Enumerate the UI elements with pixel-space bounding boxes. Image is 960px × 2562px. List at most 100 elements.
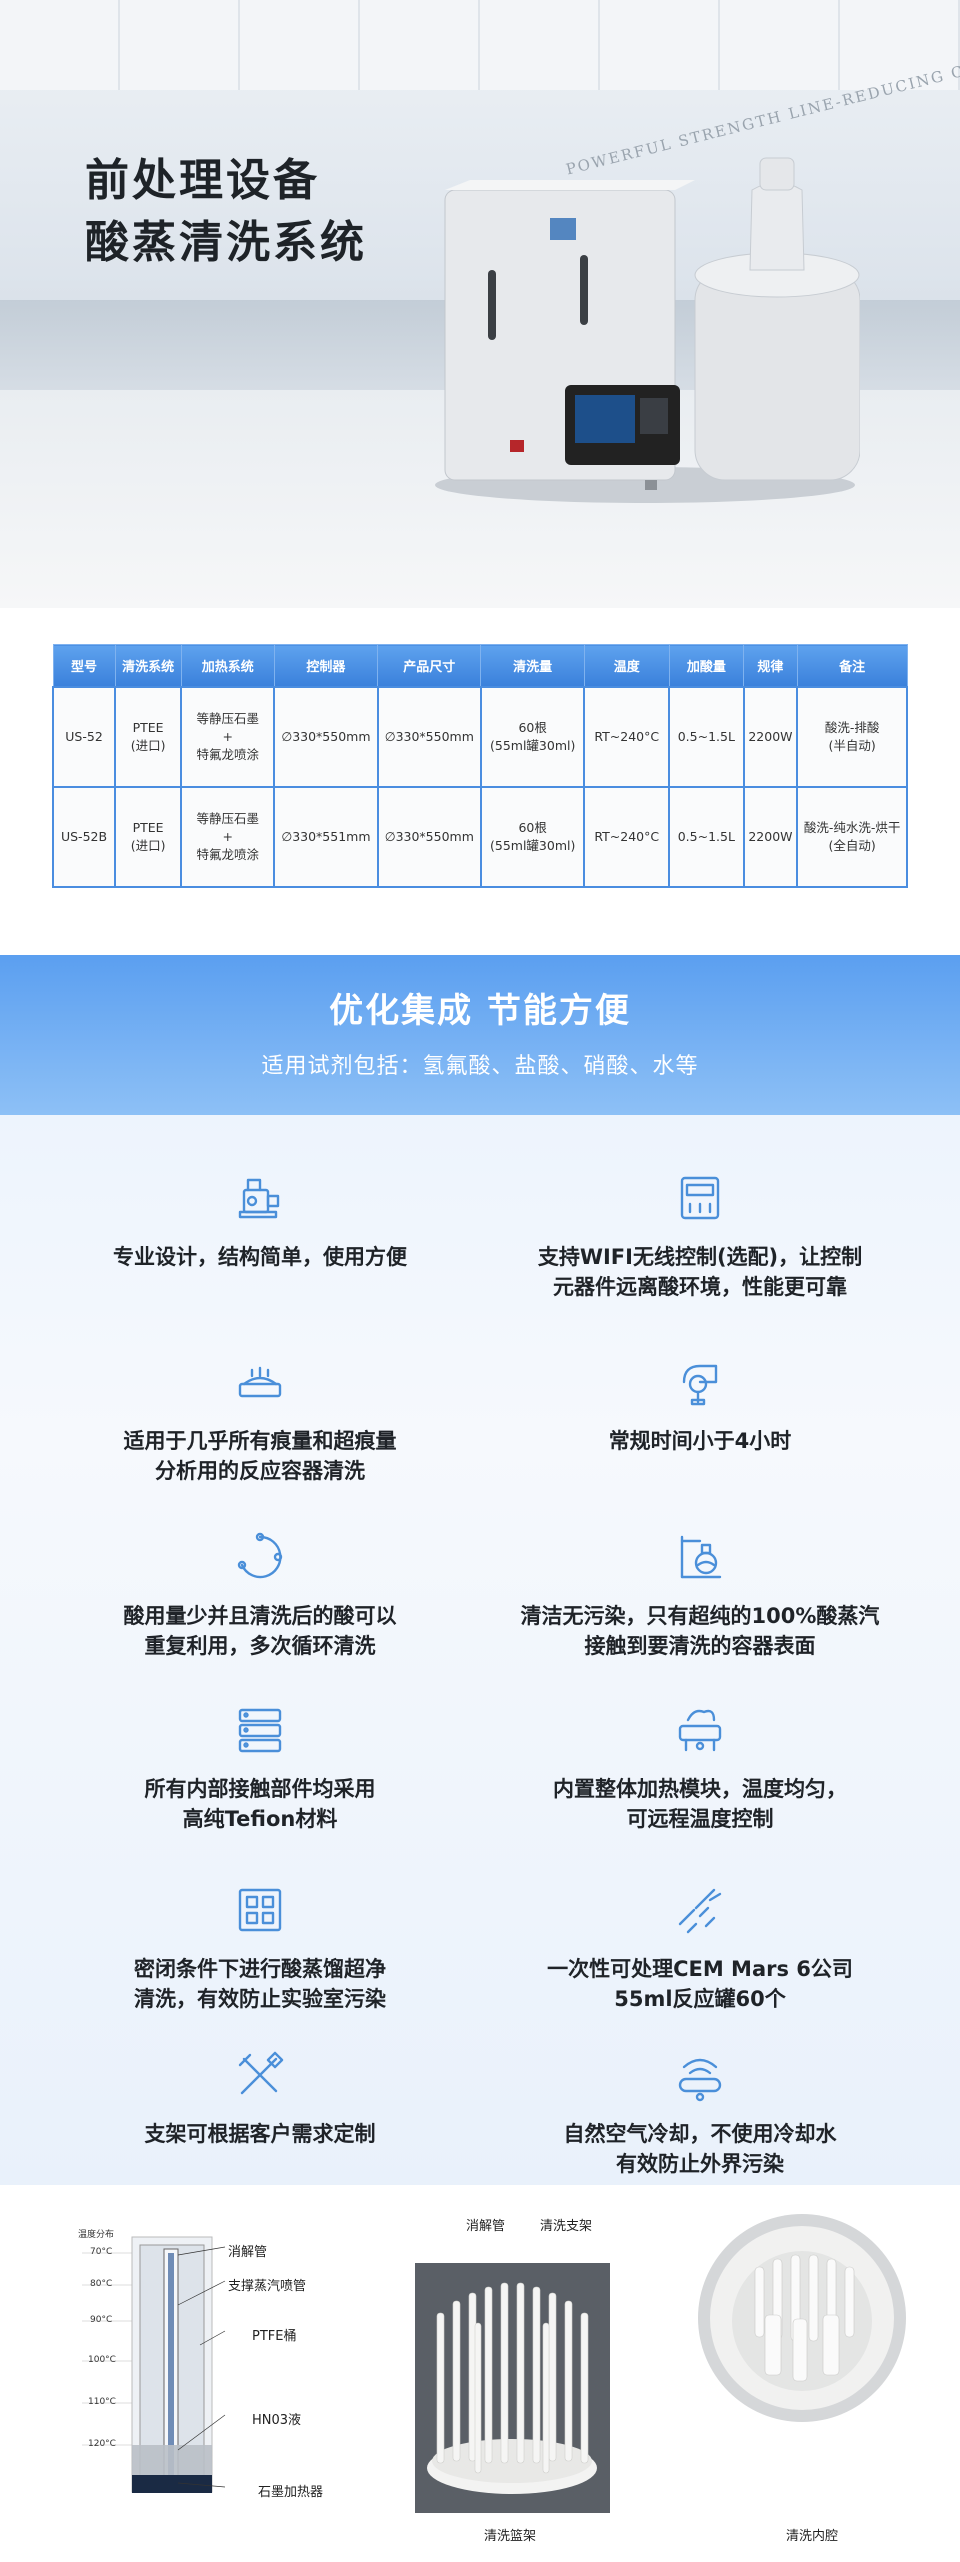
table-cell: 0.5~1.5L bbox=[668, 685, 745, 788]
feature-item: 酸用量少并且清洗后的酸可以重复利用，多次循环清洗 bbox=[40, 1527, 480, 1661]
feature-text: 自然空气冷却，不使用冷却水有效防止外界污染 bbox=[480, 2119, 920, 2179]
diagram-legend-title: 温度分布 bbox=[78, 2230, 115, 2240]
table-cell: RT~240°C bbox=[583, 685, 671, 788]
col-header: 温度 bbox=[583, 644, 670, 687]
table-cell: 60根 (55ml罐30ml) bbox=[479, 785, 586, 888]
feature-text: 支架可根据客户需求定制 bbox=[40, 2119, 480, 2149]
table-cell: RT~240°C bbox=[583, 785, 671, 888]
feature-text: 酸用量少并且清洗后的酸可以重复利用，多次循环清洗 bbox=[40, 1601, 480, 1661]
feature-line: 密闭条件下进行酸蒸馏超净 bbox=[134, 1957, 386, 1981]
feature-line: 内置整体加热模块，温度均匀， bbox=[553, 1777, 847, 1801]
temp-label: 110°C bbox=[88, 2397, 116, 2407]
feature-item: 自然空气冷却，不使用冷却水有效防止外界污染 bbox=[480, 2045, 920, 2179]
heating-icon bbox=[678, 1709, 722, 1752]
col-header: 规律 bbox=[743, 644, 798, 687]
feature-text: 适用于几乎所有痕量和超痕量分析用的反应容器清洗 bbox=[40, 1426, 480, 1486]
feature-text: 清洁无污染，只有超纯的100%酸蒸汽接触到要清洗的容器表面 bbox=[480, 1601, 920, 1661]
table-cell: ∅330*550mm bbox=[376, 685, 482, 788]
hero-title-line1: 前处理设备 bbox=[85, 155, 320, 206]
spray-icon bbox=[678, 1888, 722, 1934]
table-cell: US-52B bbox=[51, 785, 117, 888]
feature-banner: 优化集成 节能方便 适用试剂包括：氢氟酸、盐酸、硝酸、水等 bbox=[0, 955, 960, 1115]
spec-table: 型号 清洗系统 加热系统 控制器 产品尺寸 清洗量 温度 加酸量 规律 备注 U… bbox=[51, 644, 908, 888]
feature-line: 清洁无污染，只有超纯的100%酸蒸汽 bbox=[520, 1604, 880, 1628]
feature-line: 所有内部接触部件均采用 bbox=[144, 1777, 376, 1801]
table-cell: US-52 bbox=[51, 685, 117, 788]
feature-line: 常规时间小于4小时 bbox=[608, 1429, 792, 1453]
cycle-icon bbox=[237, 1532, 283, 1579]
table-cell: 酸洗-纯水洗-烘干 (全自动) bbox=[796, 785, 908, 888]
table-cell: ∅330*550mm bbox=[273, 685, 379, 788]
rack-photo bbox=[415, 2263, 610, 2513]
table-cell: 酸洗-排酸 (半自动) bbox=[796, 685, 908, 788]
feature-line: 清洗，有效防止实验室污染 bbox=[134, 1987, 386, 2011]
feature-item: 一次性可处理CEM Mars 6公司 55ml反应罐60个 bbox=[480, 1880, 920, 2014]
grid-icon bbox=[238, 1888, 282, 1932]
acid-steam-machine-image bbox=[435, 157, 860, 503]
wifi-controller-icon bbox=[680, 1176, 720, 1220]
feature-line: 专业设计，结构简单，使用方便 bbox=[113, 1245, 407, 1269]
feature-item: 密闭条件下进行酸蒸馏超净清洗，有效防止实验室污染 bbox=[40, 1880, 480, 2014]
diagram-label: 石墨加热器 bbox=[258, 2485, 324, 2500]
col-header: 清洗系统 bbox=[114, 644, 182, 687]
feature-line: 可远程温度控制 bbox=[626, 1807, 774, 1831]
server-icon bbox=[238, 1708, 282, 1753]
table-cell: 2200W bbox=[742, 685, 799, 788]
feature-line: 55ml反应罐60个 bbox=[614, 1987, 786, 2011]
feature-line: 支持WIFI无线控制(选配)，让控制 bbox=[537, 1245, 863, 1269]
temp-label: 70°C bbox=[90, 2247, 113, 2257]
table-cell: PTEE (进口) bbox=[114, 685, 183, 788]
feature-line: 支架可根据客户需求定制 bbox=[144, 2122, 376, 2146]
diagram-label: 支撑蒸汽喷管 bbox=[228, 2279, 307, 2294]
feature-line: 元器件远离酸环境，性能更可靠 bbox=[553, 1275, 847, 1299]
table-cell: 2200W bbox=[742, 785, 799, 888]
cavity-caption: 清洗内腔 bbox=[786, 2529, 839, 2544]
hero-title: 前处理设备 酸蒸清洗系统 bbox=[85, 150, 367, 274]
diagram-label: PTFE桶 bbox=[252, 2329, 297, 2344]
tools-icon bbox=[238, 2051, 284, 2095]
features-section: 专业设计，结构简单，使用方便 支持WIFI无线控制(选配)，让控制元器件远离酸环境… bbox=[0, 1115, 960, 2185]
clock-icon bbox=[682, 1364, 718, 1406]
flask-icon bbox=[680, 1535, 722, 1579]
feature-text: 专业设计，结构简单，使用方便 bbox=[40, 1242, 480, 1272]
cavity-photo bbox=[698, 2214, 906, 2422]
col-header: 控制器 bbox=[273, 644, 379, 687]
table-cell: ∅330*551mm bbox=[273, 785, 379, 888]
feature-text: 一次性可处理CEM Mars 6公司 55ml反应罐60个 bbox=[480, 1954, 920, 2014]
table-cell: ∅330*550mm bbox=[376, 785, 482, 888]
feature-line: 一次性可处理CEM Mars 6公司 bbox=[547, 1957, 853, 1981]
feature-item: 支持WIFI无线控制(选配)，让控制元器件远离酸环境，性能更可靠 bbox=[480, 1168, 920, 1302]
table-cell: PTEE (进口) bbox=[114, 785, 183, 888]
col-header: 清洗量 bbox=[480, 644, 585, 687]
banner-title: 优化集成 节能方便 bbox=[329, 991, 631, 1031]
feature-line: 重复利用，多次循环清洗 bbox=[144, 1634, 376, 1658]
col-header: 备注 bbox=[796, 644, 908, 687]
col-header: 产品尺寸 bbox=[377, 644, 482, 687]
feature-text: 内置整体加热模块，温度均匀， 可远程温度控制 bbox=[480, 1774, 920, 1834]
feature-item: 内置整体加热模块，温度均匀， 可远程温度控制 bbox=[480, 1700, 920, 1834]
rack-caption: 清洗篮架 bbox=[484, 2529, 537, 2544]
feature-item: 所有内部接触部件均采用高纯Tefion材料 bbox=[40, 1700, 480, 1834]
banner-subtitle: 适用试剂包括：氢氟酸、盐酸、硝酸、水等 bbox=[261, 1054, 699, 1079]
feature-item: 专业设计，结构简单，使用方便 bbox=[40, 1168, 480, 1272]
col-header: 加热系统 bbox=[180, 644, 275, 687]
diagram-label: HN03液 bbox=[252, 2413, 302, 2428]
temp-label: 80°C bbox=[90, 2279, 113, 2289]
feature-text: 密闭条件下进行酸蒸馏超净清洗，有效防止实验室污染 bbox=[40, 1954, 480, 2014]
feature-line: 有效防止外界污染 bbox=[616, 2152, 784, 2176]
feature-item: 支架可根据客户需求定制 bbox=[40, 2045, 480, 2149]
temp-label: 100°C bbox=[88, 2355, 116, 2365]
bottom-images: 温度分布 70°C 80°C 90°C 100°C 110°C 120°C 消解… bbox=[0, 2185, 960, 2562]
spec-table-header: 型号 清洗系统 加热系统 控制器 产品尺寸 清洗量 温度 加酸量 规律 备注 bbox=[52, 644, 908, 687]
feature-line: 酸用量少并且清洗后的酸可以 bbox=[123, 1604, 397, 1628]
ceiling-panels bbox=[0, 0, 960, 90]
temp-label: 90°C bbox=[90, 2315, 113, 2325]
table-cell: 等静压石墨 + 特氟龙喷涂 bbox=[180, 785, 276, 888]
feature-line: 接触到要清洗的容器表面 bbox=[584, 1634, 816, 1658]
feature-item: 常规时间小于4小时 bbox=[480, 1352, 920, 1456]
cooling-icon bbox=[678, 2058, 722, 2102]
rack-label: 清洗支架 bbox=[540, 2219, 593, 2234]
vessel-icon bbox=[238, 1366, 282, 1398]
feature-text: 常规时间小于4小时 bbox=[480, 1426, 920, 1456]
